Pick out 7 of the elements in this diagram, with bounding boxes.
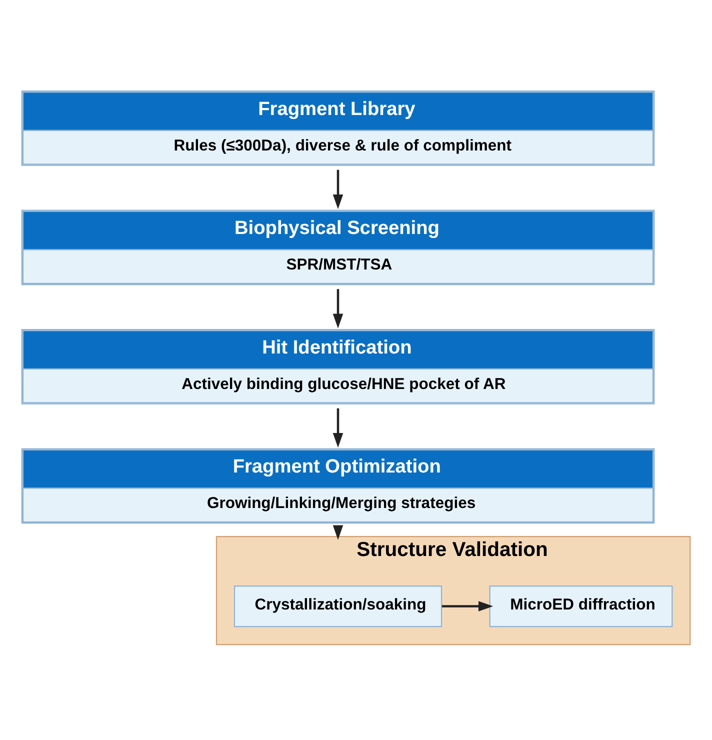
arrow [332,525,344,540]
arrow [442,601,494,612]
node-box: MicroED diffraction [489,585,673,628]
arrow [332,408,344,448]
arrow [332,289,344,328]
arrow [332,170,344,210]
node-box: Crystallization/soaking [234,585,442,628]
